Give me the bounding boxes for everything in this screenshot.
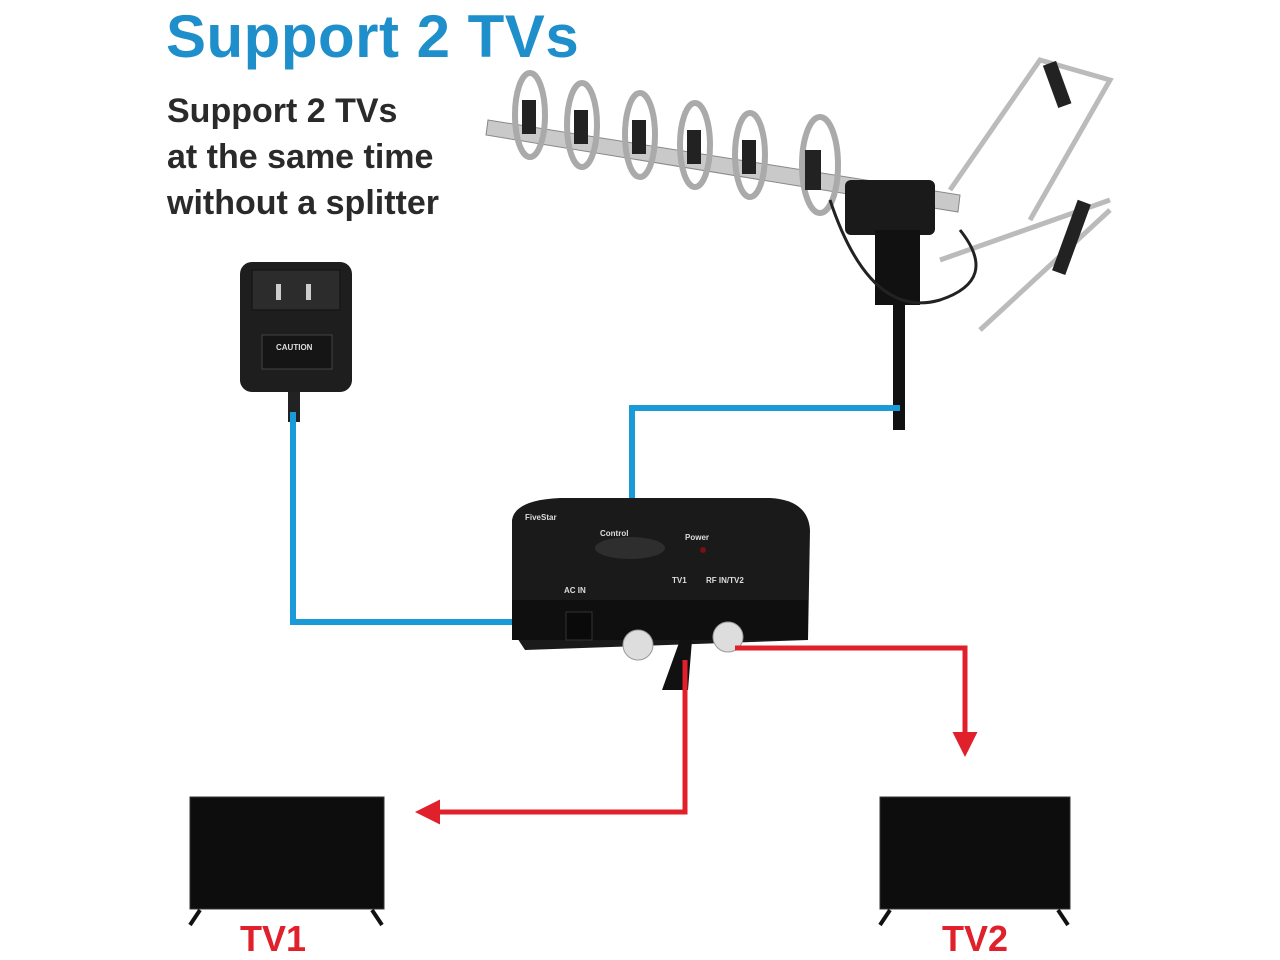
caution-label: CAUTION — [276, 343, 313, 352]
ac-in-label: AC IN — [564, 586, 586, 595]
antenna-icon — [485, 57, 1114, 430]
heading: Support 2 TVs — [166, 3, 580, 70]
tv2-cable-line — [735, 645, 978, 757]
tv1-port-label: TV1 — [672, 576, 687, 585]
tv1-cable-line — [415, 660, 688, 825]
tv2-label: TV2 — [942, 918, 1009, 959]
tv1-icon — [188, 796, 385, 927]
subheading-line: at the same time — [167, 138, 434, 176]
power-adapter-icon: CAUTION — [240, 262, 352, 422]
subheading-line: Support 2 TVs — [167, 92, 398, 130]
control-label: Control — [600, 529, 628, 538]
subheading-line: without a splitter — [167, 184, 439, 222]
tv2-icon — [878, 796, 1071, 927]
power-led-icon — [700, 547, 706, 553]
power-label: Power — [685, 533, 709, 542]
control-box-icon: FiveStar Control Power AC IN TV1 RF IN/T… — [512, 498, 810, 690]
power-cable-line — [290, 412, 566, 637]
subheading: Support 2 TVs at the same time without a… — [167, 88, 439, 226]
rf-in-tv2-label: RF IN/TV2 — [706, 576, 744, 585]
brand-label: FiveStar — [525, 513, 557, 522]
tv1-label: TV1 — [240, 918, 307, 959]
